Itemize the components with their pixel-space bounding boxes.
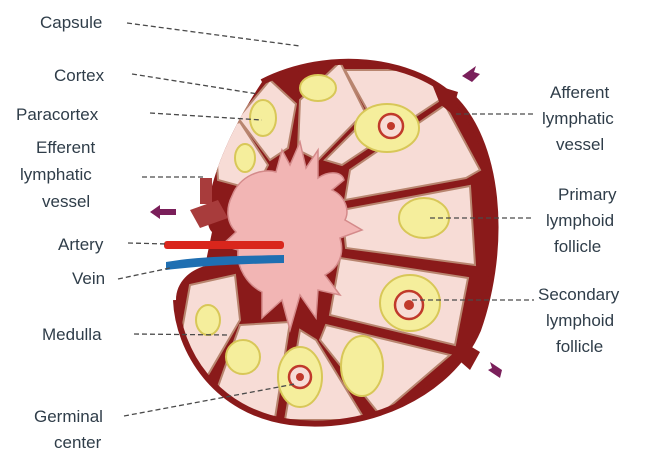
germinal-center-core bbox=[387, 122, 395, 130]
primary-follicle bbox=[226, 340, 260, 374]
afferent-flow-arrow-bottom bbox=[488, 362, 502, 378]
primary-follicle bbox=[300, 75, 336, 101]
afferent-flow-arrow-top bbox=[462, 66, 480, 82]
germinal-center-core bbox=[296, 373, 304, 381]
label-primary-2: lymphoid bbox=[546, 211, 614, 230]
label-secondary-3: follicle bbox=[556, 337, 603, 356]
label-germinal-1: Germinal bbox=[34, 407, 103, 426]
artery bbox=[164, 241, 284, 249]
label-medulla: Medulla bbox=[42, 325, 102, 344]
label-efferent-2: lymphatic bbox=[20, 165, 92, 184]
germinal-center-core bbox=[404, 300, 414, 310]
label-secondary-1: Secondary bbox=[538, 285, 620, 304]
label-primary-3: follicle bbox=[554, 237, 601, 256]
primary-follicle bbox=[250, 100, 276, 136]
primary-follicle bbox=[341, 336, 383, 396]
primary-follicle bbox=[235, 144, 255, 172]
label-primary-1: Primary bbox=[558, 185, 617, 204]
label-germinal-2: center bbox=[54, 433, 102, 452]
primary-follicle bbox=[196, 305, 220, 335]
efferent-vessel-upper bbox=[200, 178, 212, 204]
label-afferent-3: vessel bbox=[556, 135, 604, 154]
label-vein: Vein bbox=[72, 269, 105, 288]
label-capsule: Capsule bbox=[40, 13, 102, 32]
label-efferent-1: Efferent bbox=[36, 138, 96, 157]
label-afferent-2: lymphatic bbox=[542, 109, 614, 128]
label-paracortex: Paracortex bbox=[16, 105, 99, 124]
label-afferent-1: Afferent bbox=[550, 83, 610, 102]
label-cortex: Cortex bbox=[54, 66, 105, 85]
label-secondary-2: lymphoid bbox=[546, 311, 614, 330]
efferent-flow-arrow bbox=[150, 205, 176, 219]
label-efferent-3: vessel bbox=[42, 192, 90, 211]
label-artery: Artery bbox=[58, 235, 104, 254]
